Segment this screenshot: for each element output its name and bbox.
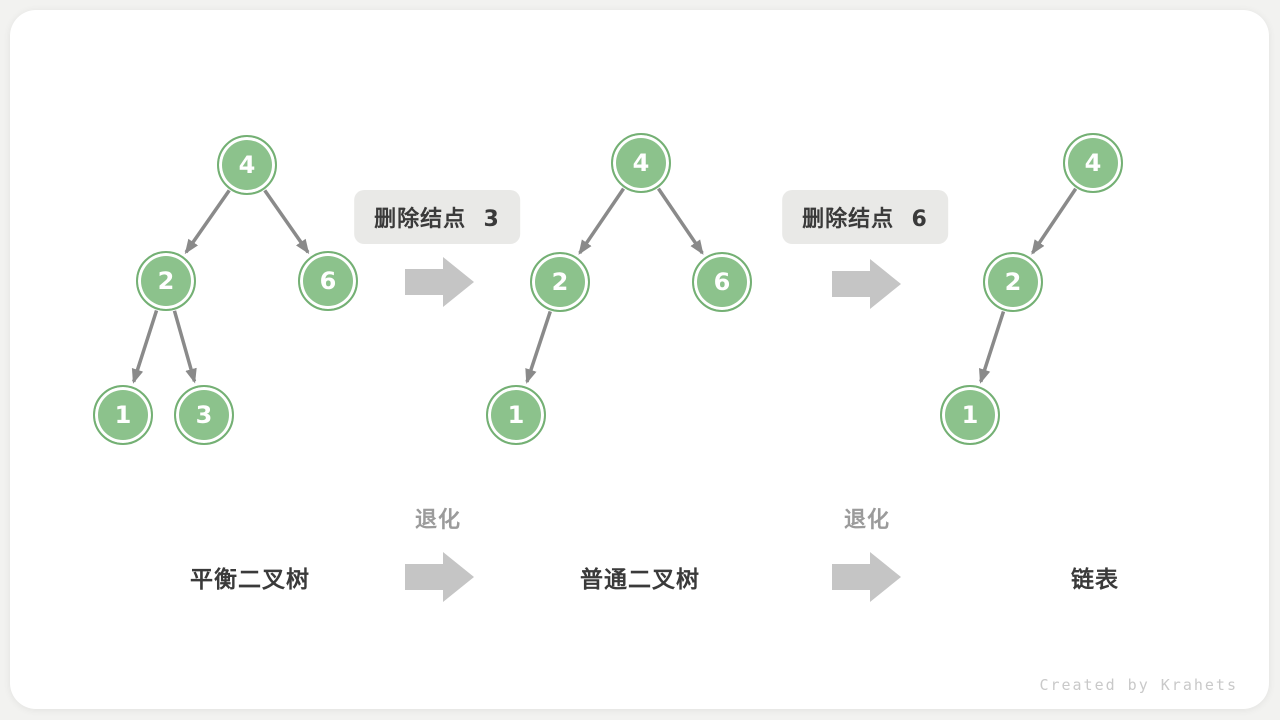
- caption-1: 平衡二叉树: [190, 567, 310, 593]
- tree-node-balanced-binary-tree-2: 2: [136, 251, 196, 311]
- tree-node-ordinary-binary-tree-4: 4: [611, 133, 671, 193]
- tree-node-balanced-binary-tree-1: 1: [93, 385, 153, 445]
- transition-label-1: 删除结点 3: [354, 190, 520, 244]
- caption-3: 链表: [1071, 567, 1119, 593]
- caption-2: 普通二叉树: [580, 567, 700, 593]
- tree-node-balanced-binary-tree-4: 4: [217, 135, 277, 195]
- tree-node-ordinary-binary-tree-6: 6: [692, 252, 752, 312]
- tree-node-linked-list-2: 2: [983, 252, 1043, 312]
- degrade-label-1: 退化: [414, 508, 462, 533]
- diagram-card: [10, 10, 1269, 709]
- degrade-label-2: 退化: [843, 508, 891, 533]
- tree-node-linked-list-4: 4: [1063, 133, 1123, 193]
- tree-node-ordinary-binary-tree-2: 2: [530, 252, 590, 312]
- watermark-credit: Created by Krahets: [1039, 676, 1238, 694]
- tree-node-balanced-binary-tree-3: 3: [174, 385, 234, 445]
- transition-arrow-2: [832, 259, 901, 309]
- tree-node-balanced-binary-tree-6: 6: [298, 251, 358, 311]
- degrade-arrow-2: [832, 552, 901, 602]
- degrade-arrow-1: [405, 552, 474, 602]
- transition-label-2: 删除结点 6: [782, 190, 948, 244]
- tree-node-ordinary-binary-tree-1: 1: [486, 385, 546, 445]
- transition-arrow-1: [405, 257, 474, 307]
- tree-node-linked-list-1: 1: [940, 385, 1000, 445]
